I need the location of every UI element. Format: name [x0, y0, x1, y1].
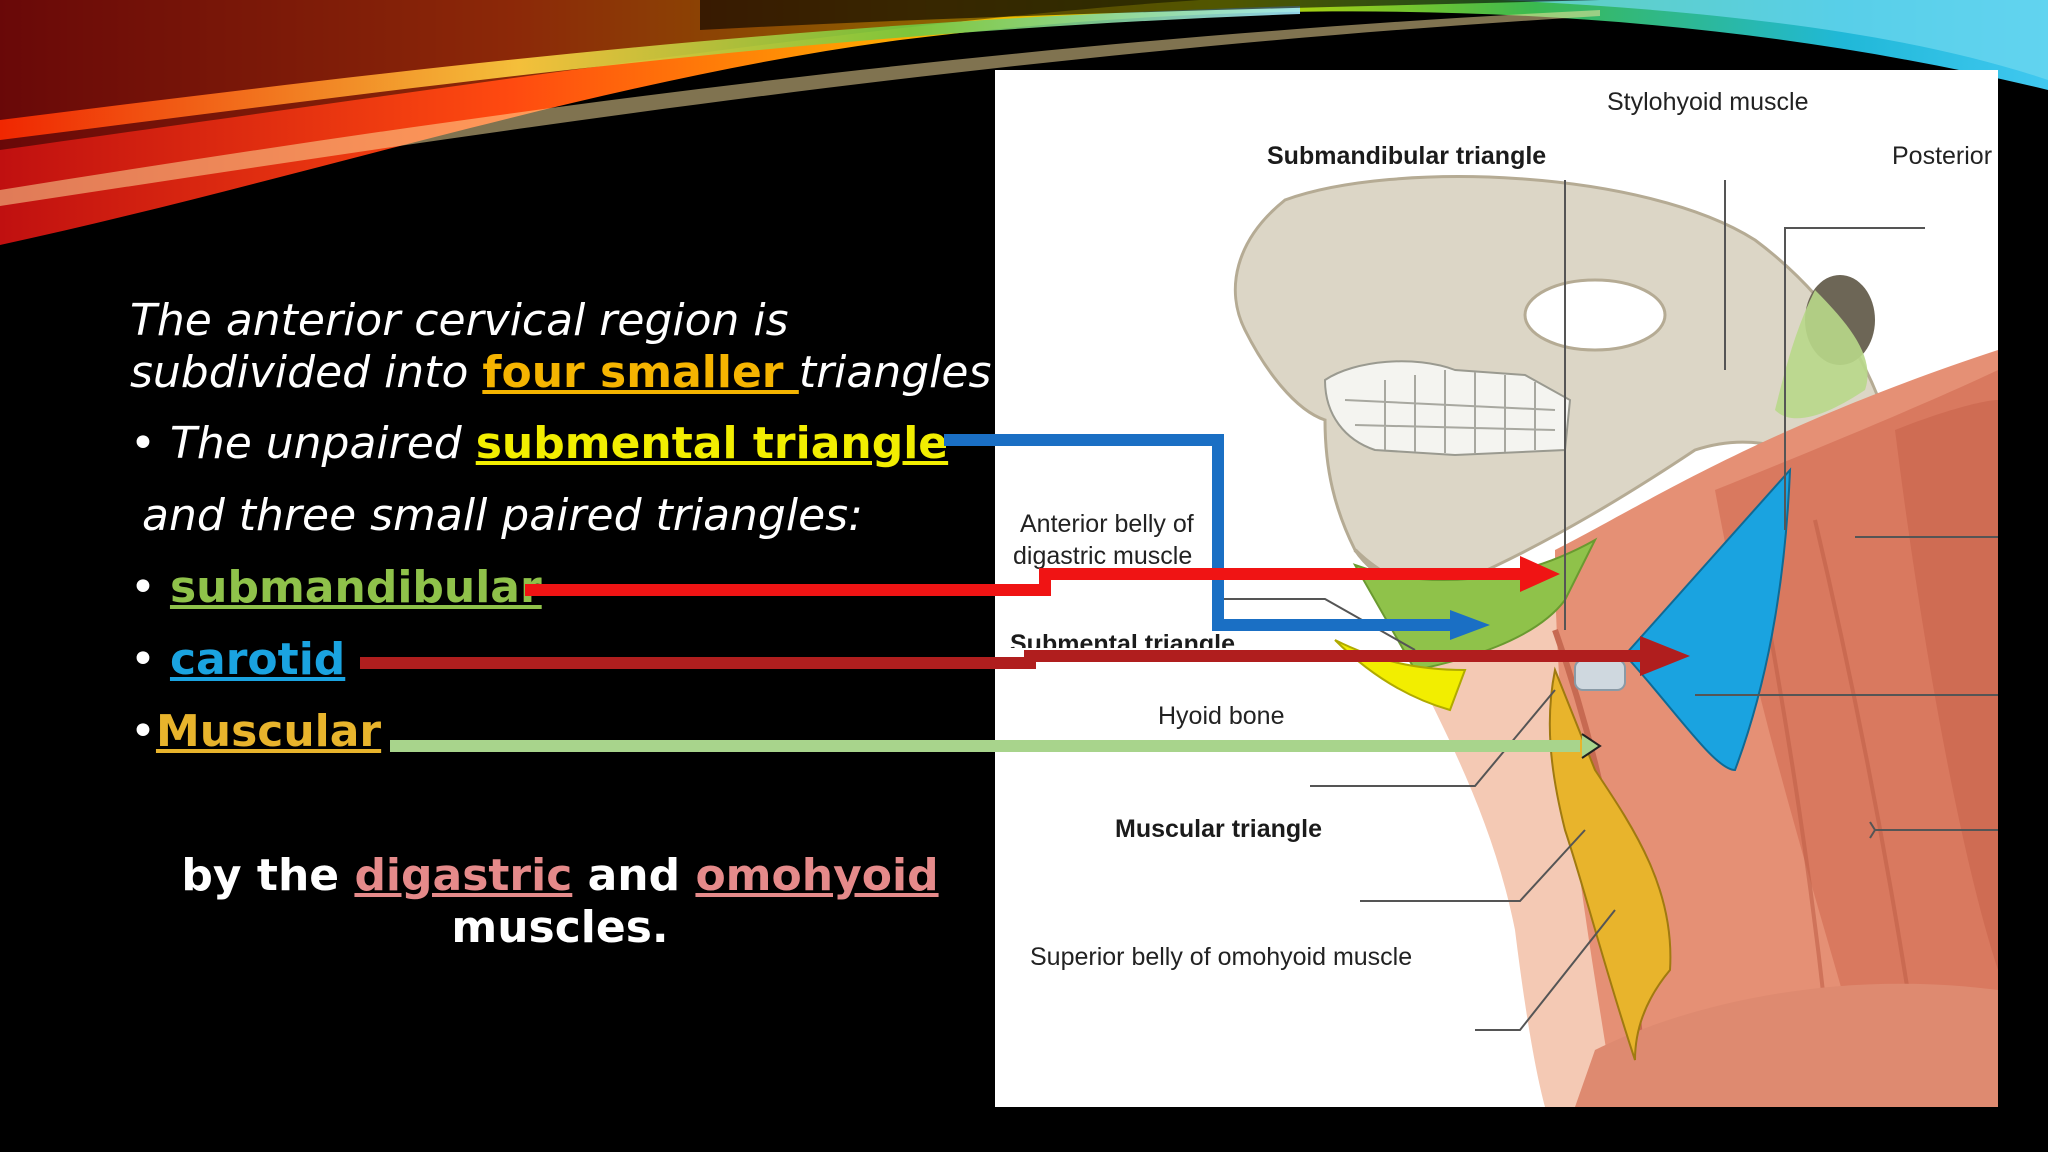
- bullet-carotid: • carotid: [130, 634, 345, 685]
- label-stylohyoid: Stylohyoid muscle: [1607, 88, 1809, 116]
- bullet-carotid-prefix: •: [130, 634, 170, 685]
- intro-line-2-pre: subdivided into: [130, 347, 483, 398]
- label-submandibular-triangle: Submandibular triangle: [1267, 142, 1547, 170]
- intro-line-1: The anterior cervical region is: [130, 295, 789, 346]
- bullet-muscular-prefix: •: [130, 706, 156, 757]
- decorative-swoosh: [0, 0, 2048, 245]
- closing-mid: and: [572, 850, 696, 901]
- closing-line-2: muscles.: [451, 902, 669, 953]
- label-submental-triangle: Submental triangle: [1010, 630, 1236, 648]
- label-muscular-triangle: Muscular triangle: [1115, 815, 1322, 843]
- bullet-submental-prefix: • The unpaired: [130, 418, 476, 469]
- bullet-submental: • The unpaired submental triangle: [130, 418, 948, 469]
- anatomy-illustration: [1220, 175, 1998, 1107]
- submandibular-highlight: submandibular: [169, 562, 542, 613]
- label-superior-belly: Superior belly of omohyoid muscle: [1030, 943, 1413, 971]
- four-smaller-highlight: four smaller: [482, 347, 799, 398]
- omohyoid-highlight: omohyoid: [695, 850, 939, 901]
- closing-pre: by the: [181, 850, 355, 901]
- closing-line-1: by the digastric and omohyoid: [150, 850, 970, 901]
- intro-line-2-post: triangles: [798, 347, 992, 398]
- label-posterior: Posterior: [1892, 142, 1993, 170]
- text-content: The anterior cervical region is subdivid…: [0, 0, 1000, 1152]
- bullet-muscular: •Muscular: [130, 706, 381, 757]
- paired-line: and three small paired triangles:: [142, 490, 863, 541]
- muscular-highlight: Muscular: [155, 706, 382, 757]
- label-anterior-belly-2: digastric muscle: [1013, 542, 1193, 570]
- label-hyoid-bone: Hyoid bone: [1158, 702, 1285, 730]
- bullet-submandibular: • submandibular: [130, 562, 542, 613]
- digastric-highlight: digastric: [354, 850, 573, 901]
- neck-anatomy-figure: Stylohyoid muscle Submandibular triangle…: [995, 70, 1998, 1107]
- carotid-highlight: carotid: [169, 634, 346, 685]
- bullet-submandibular-prefix: •: [130, 562, 170, 613]
- submental-triangle-highlight: submental triangle: [475, 418, 949, 469]
- intro-line-2: subdivided into four smaller triangles: [130, 347, 991, 398]
- label-anterior-belly-1: Anterior belly of: [1020, 510, 1194, 538]
